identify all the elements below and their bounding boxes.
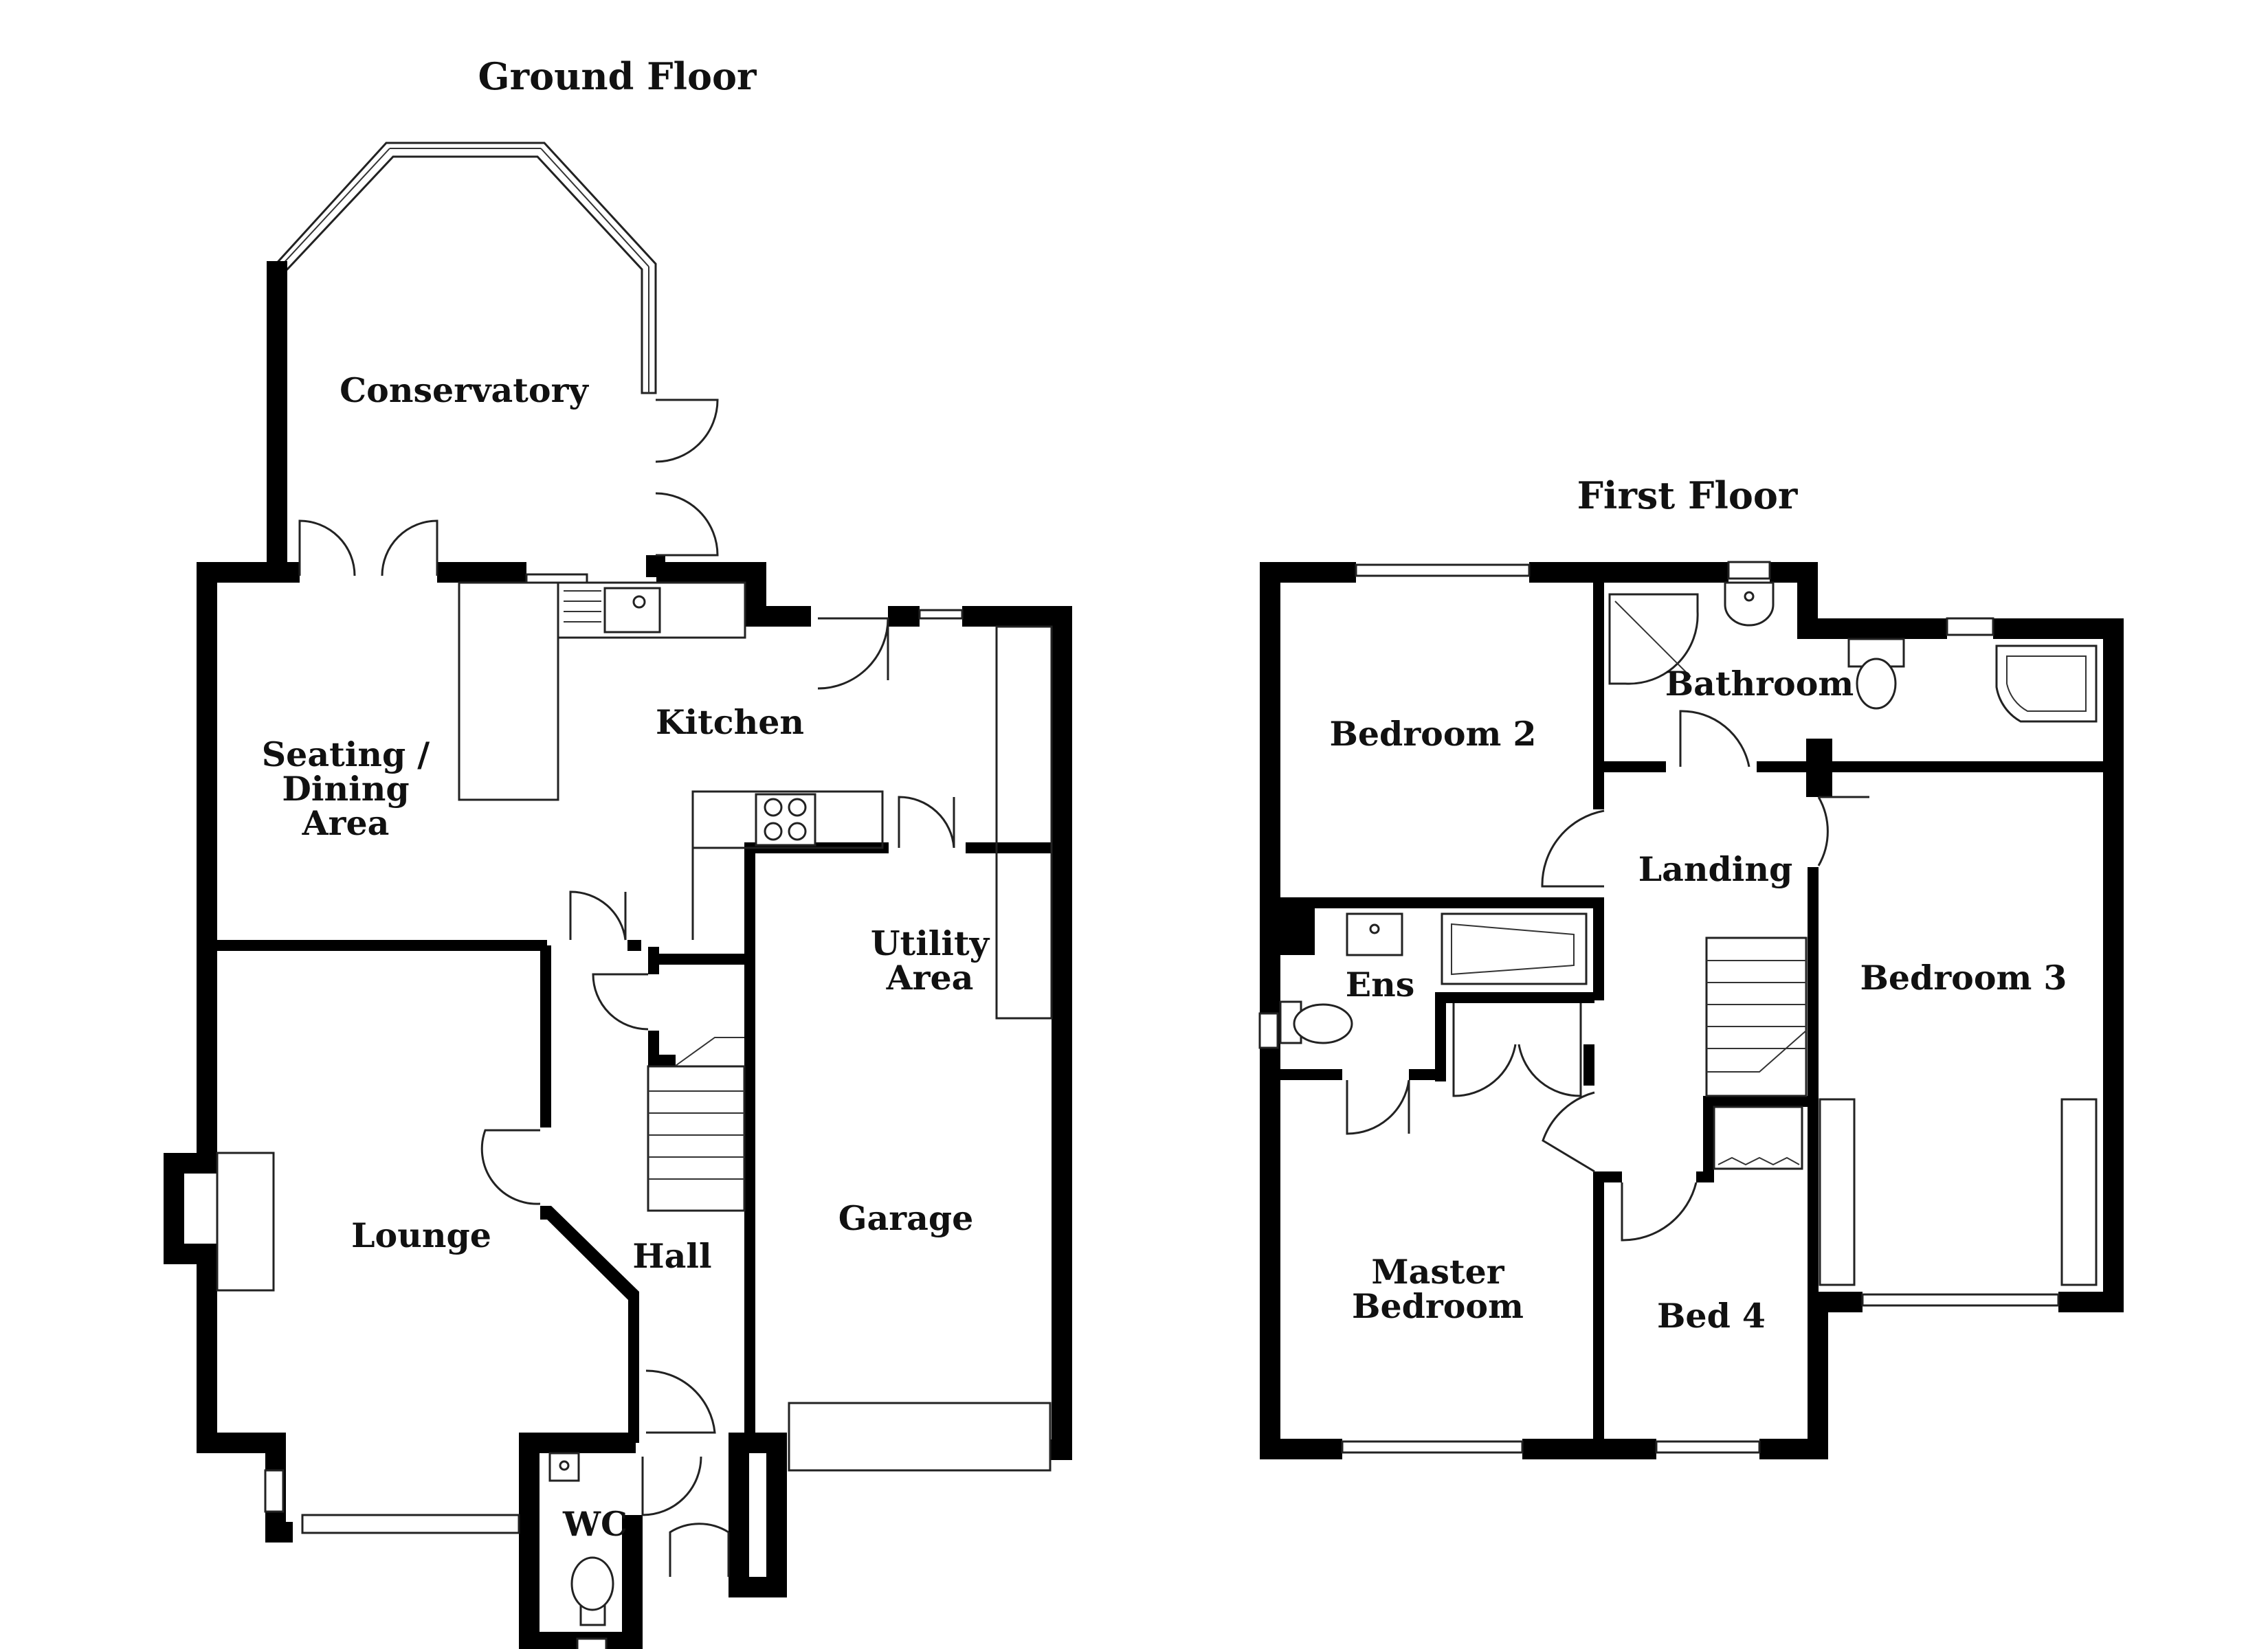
ground-floor-title: Ground Floor	[478, 54, 757, 98]
room-label-utility-line2: Area	[886, 958, 974, 998]
first-stairs	[1705, 936, 1808, 1097]
room-label-lounge: Lounge	[351, 1215, 491, 1255]
room-label-conservatory: Conservatory	[340, 370, 589, 410]
room-label-ens: Ens	[1346, 965, 1415, 1005]
room-label-bed4: Bed 4	[1657, 1296, 1766, 1336]
ground-windows	[264, 573, 1052, 1649]
room-label-seating-line3: Area	[302, 803, 390, 843]
first-exterior-walls	[1260, 562, 2124, 1459]
first-fixtures	[1279, 581, 2098, 1286]
ground-floor-plan: Ground Floor Conservatory Seating / Dini…	[164, 54, 1072, 1649]
room-label-bedroom3: Bedroom 3	[1860, 958, 2067, 998]
room-label-seating-line1: Seating /	[262, 734, 430, 774]
first-windows	[1258, 561, 2060, 1454]
room-label-landing: Landing	[1638, 849, 1793, 889]
room-label-seating-line2: Dining	[282, 769, 409, 809]
room-label-wc: WC	[562, 1504, 627, 1544]
ground-doors	[298, 399, 955, 1577]
ground-stairs	[647, 1037, 746, 1212]
ground-floor-labels: Ground Floor Conservatory Seating / Dini…	[262, 54, 990, 1544]
room-label-hall: Hall	[632, 1236, 711, 1276]
ground-interior-walls	[217, 842, 1062, 1444]
first-floor-plan: First Floor Bedroom 2 Bathroom Landing E…	[1258, 473, 2124, 1459]
room-label-bedroom2: Bedroom 2	[1329, 714, 1536, 754]
ground-fixtures	[216, 581, 1053, 1626]
room-label-garage: Garage	[838, 1198, 974, 1238]
first-doors	[1346, 710, 1869, 1242]
room-label-utility-line1: Utility	[871, 923, 990, 963]
room-label-kitchen: Kitchen	[656, 702, 804, 742]
first-floor-labels: First Floor Bedroom 2 Bathroom Landing E…	[1329, 473, 2067, 1336]
room-label-master-line1: Master	[1371, 1252, 1504, 1292]
first-floor-title: First Floor	[1577, 473, 1798, 517]
room-label-master-line2: Bedroom	[1352, 1286, 1524, 1326]
conservatory-glazing	[271, 142, 657, 394]
first-interior-walls	[1280, 583, 2103, 1446]
ground-exterior-walls	[164, 261, 1072, 1649]
room-label-bathroom: Bathroom	[1665, 664, 1854, 704]
